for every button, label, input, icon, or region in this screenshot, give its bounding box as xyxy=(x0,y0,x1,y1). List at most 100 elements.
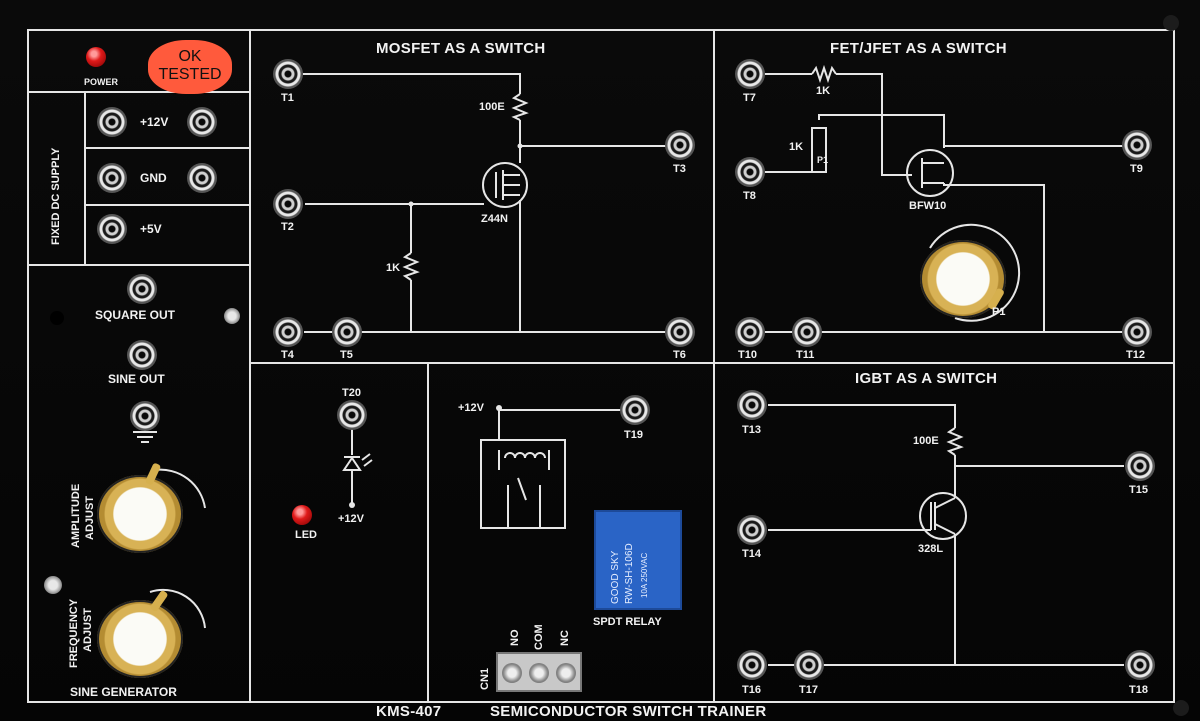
mosfet-t2-label: T2 xyxy=(281,221,294,233)
led-t20-label: T20 xyxy=(342,387,361,399)
relay-t19-label: T19 xyxy=(624,429,643,441)
fet-t11-jack[interactable] xyxy=(792,317,822,347)
mosfet-t5-jack[interactable] xyxy=(332,317,362,347)
trainer-name: SEMICONDUCTOR SWITCH TRAINER xyxy=(490,703,767,720)
relay-model: RW-SH-106D xyxy=(624,543,635,604)
square-out-jack[interactable] xyxy=(127,274,157,304)
stamp-line2: TESTED xyxy=(158,66,222,83)
amplitude-adjust-knob[interactable] xyxy=(97,462,183,553)
square-out-label: SQUARE OUT xyxy=(95,308,176,322)
supply-5v-jack[interactable] xyxy=(97,214,127,244)
indicator-led xyxy=(292,505,312,525)
sine-out-jack[interactable] xyxy=(127,340,157,370)
supply-12v-jack-a[interactable] xyxy=(97,107,127,137)
ground-jack[interactable] xyxy=(130,401,160,431)
sine-out-label: SINE OUT xyxy=(108,372,165,386)
supply-12v-label: +12V xyxy=(140,115,169,129)
mosfet-t6-jack[interactable] xyxy=(665,317,695,347)
relay-com-label: COM xyxy=(533,624,545,650)
fet-section-title: FET/JFET AS A SWITCH xyxy=(830,40,1007,57)
cn1-nc-screw[interactable] xyxy=(556,663,576,683)
fet-t8-label: T8 xyxy=(743,190,756,202)
igbt-t14-jack[interactable] xyxy=(737,515,767,545)
model-number: KMS-407 xyxy=(376,703,442,720)
fet-pot-label: 1K xyxy=(789,141,804,153)
mosfet-part-label: Z44N xyxy=(481,213,508,225)
mosfet-t1-jack[interactable] xyxy=(273,59,303,89)
led-label: LED xyxy=(295,529,317,541)
frequency-label: FREQUENCY xyxy=(68,598,80,668)
igbt-t16-jack[interactable] xyxy=(737,650,767,680)
mosfet-drain-resistor-label: 100E xyxy=(479,101,505,113)
fet-t12-jack[interactable] xyxy=(1122,317,1152,347)
fet-t9-jack[interactable] xyxy=(1122,130,1152,160)
igbt-t17-jack[interactable] xyxy=(794,650,824,680)
fet-t9-label: T9 xyxy=(1130,163,1143,175)
supply-12v-jack-b[interactable] xyxy=(187,107,217,137)
igbt-t15-label: T15 xyxy=(1129,484,1148,496)
power-label: POWER xyxy=(84,77,119,87)
amplitude-label: AMPLITUDE xyxy=(70,483,82,548)
cn1-terminal-block[interactable] xyxy=(496,652,582,692)
mosfet-t1-label: T1 xyxy=(281,92,294,104)
mosfet-section-title: MOSFET AS A SWITCH xyxy=(376,40,546,57)
igbt-resistor-label: 100E xyxy=(913,435,939,447)
relay-no-label: NO xyxy=(509,629,521,647)
mosfet-t4-label: T4 xyxy=(281,349,294,361)
relay-rating: 10A 250VAC xyxy=(640,552,649,598)
fet-resistor-label: 1K xyxy=(816,85,831,97)
mosfet-t6-label: T6 xyxy=(673,349,686,361)
supply-5v-label: +5V xyxy=(140,222,162,236)
screw xyxy=(44,576,62,594)
relay-t19-jack[interactable] xyxy=(620,395,650,425)
relay-brand: GOOD SKY xyxy=(610,550,621,604)
supply-gnd-jack-a[interactable] xyxy=(97,163,127,193)
fet-part-label: BFW10 xyxy=(909,200,947,212)
amplitude-adjust-label: ADJUST xyxy=(84,495,96,540)
igbt-t13-label: T13 xyxy=(742,424,761,436)
fet-t10-jack[interactable] xyxy=(735,317,765,347)
mosfet-gate-resistor-label: 1K xyxy=(386,262,401,274)
spdt-relay-label: SPDT RELAY xyxy=(593,616,662,628)
igbt-t16-label: T16 xyxy=(742,684,761,696)
supply-gnd-label: GND xyxy=(140,171,167,185)
mosfet-t4-jack[interactable] xyxy=(273,317,303,347)
fet-t11-label: T11 xyxy=(796,349,815,361)
frequency-adjust-label: ADJUST xyxy=(82,607,94,652)
fet-t10-label: T10 xyxy=(738,349,757,361)
corner-hole xyxy=(1163,15,1179,31)
stamp-line1: OK xyxy=(178,48,202,65)
spdt-relay-component: GOOD SKY RW-SH-106D 10A 250VAC xyxy=(594,510,682,610)
led-t20-jack[interactable] xyxy=(337,400,367,430)
mosfet-t2-jack[interactable] xyxy=(273,189,303,219)
fet-t8-jack[interactable] xyxy=(735,157,765,187)
relay-12v-label: +12V xyxy=(458,402,484,414)
frequency-adjust-knob[interactable] xyxy=(97,589,183,678)
fet-p1-knob[interactable] xyxy=(920,240,1006,318)
relay-nc-label: NC xyxy=(559,630,571,646)
igbt-t15-jack[interactable] xyxy=(1125,451,1155,481)
igbt-t17-label: T17 xyxy=(799,684,818,696)
igbt-t18-jack[interactable] xyxy=(1125,650,1155,680)
mosfet-t3-jack[interactable] xyxy=(665,130,695,160)
igbt-section-title: IGBT AS A SWITCH xyxy=(855,370,998,387)
igbt-t18-label: T18 xyxy=(1129,684,1148,696)
igbt-part-label: 328L xyxy=(918,543,944,555)
igbt-t13-jack[interactable] xyxy=(737,390,767,420)
mosfet-t5-label: T5 xyxy=(340,349,353,361)
supply-gnd-jack-b[interactable] xyxy=(187,163,217,193)
mosfet-t3-label: T3 xyxy=(673,163,686,175)
led-12v-label: +12V xyxy=(338,513,364,525)
fet-t12-label: T12 xyxy=(1126,349,1145,361)
fet-t7-jack[interactable] xyxy=(735,59,765,89)
cn1-com-screw[interactable] xyxy=(529,663,549,683)
screw xyxy=(224,308,240,324)
fixed-dc-supply-title: FIXED DC SUPPLY xyxy=(50,147,62,245)
ok-tested-stamp: OK TESTED xyxy=(148,40,232,94)
cn1-label: CN1 xyxy=(479,667,491,690)
cn1-no-screw[interactable] xyxy=(502,663,522,683)
mount-hole xyxy=(50,311,64,325)
fet-pot-p1-label: P1 xyxy=(817,155,829,165)
